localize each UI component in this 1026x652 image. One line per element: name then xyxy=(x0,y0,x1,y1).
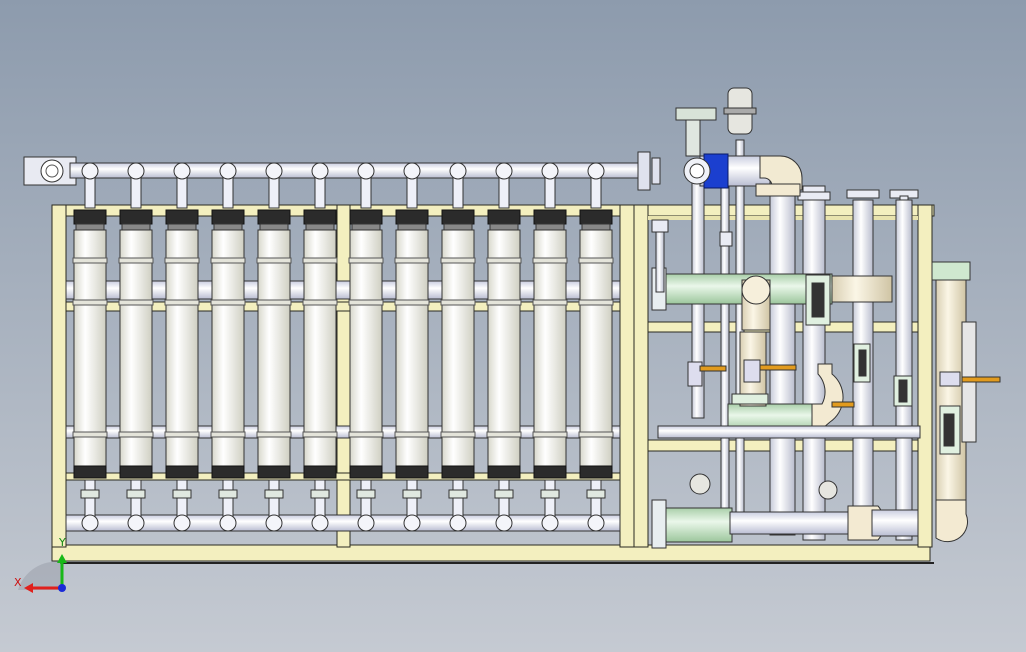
membrane-module[interactable] xyxy=(532,162,568,532)
ball-valve-b[interactable] xyxy=(743,359,761,383)
sample-valve[interactable] xyxy=(719,231,733,247)
ball-valve-a[interactable] xyxy=(687,361,703,387)
membrane-module[interactable] xyxy=(72,162,108,532)
frame-mid-rail-left[interactable] xyxy=(65,301,621,312)
triad-y-label: Y xyxy=(58,536,66,549)
riser-pipe-b[interactable] xyxy=(769,184,796,536)
right-piping-assembly[interactable] xyxy=(651,87,1001,549)
membrane-module[interactable] xyxy=(440,162,476,532)
riser-pipe-e[interactable] xyxy=(895,199,913,541)
frame-base-rail[interactable] xyxy=(51,544,931,562)
triad-z-axis xyxy=(58,584,66,592)
membrane-module[interactable] xyxy=(302,162,338,532)
coordinate-triad[interactable]: X Y xyxy=(14,536,67,593)
membrane-module[interactable] xyxy=(256,162,292,532)
membrane-module[interactable] xyxy=(210,162,246,532)
frame-post-right[interactable] xyxy=(917,204,933,548)
membrane-module[interactable] xyxy=(118,162,154,532)
gauge-bottom-right[interactable] xyxy=(818,480,838,500)
frame-post-mid[interactable] xyxy=(336,204,351,548)
frame-post-divider-a[interactable] xyxy=(619,204,635,548)
concentrate-header-pipe[interactable] xyxy=(65,425,621,439)
frame-lower-rail-left[interactable] xyxy=(65,472,621,481)
bottom-header-pipe[interactable] xyxy=(65,514,621,532)
vessel-cap[interactable] xyxy=(931,261,971,281)
membrane-module[interactable] xyxy=(164,162,200,532)
ball-valve-c[interactable] xyxy=(939,371,961,387)
membrane-module[interactable] xyxy=(348,162,384,532)
membrane-module[interactable] xyxy=(578,162,614,532)
actuator-stem[interactable] xyxy=(685,117,701,157)
gauge-bottom[interactable] xyxy=(689,473,711,495)
mid-header-pipe[interactable] xyxy=(65,280,621,300)
membrane-module[interactable] xyxy=(394,162,430,532)
frame-post-left[interactable] xyxy=(51,204,67,548)
membrane-module-bank[interactable] xyxy=(72,162,614,532)
frame-post-divider-b[interactable] xyxy=(633,204,649,548)
membrane-module[interactable] xyxy=(486,162,522,532)
triad-x-label: X xyxy=(14,576,22,589)
